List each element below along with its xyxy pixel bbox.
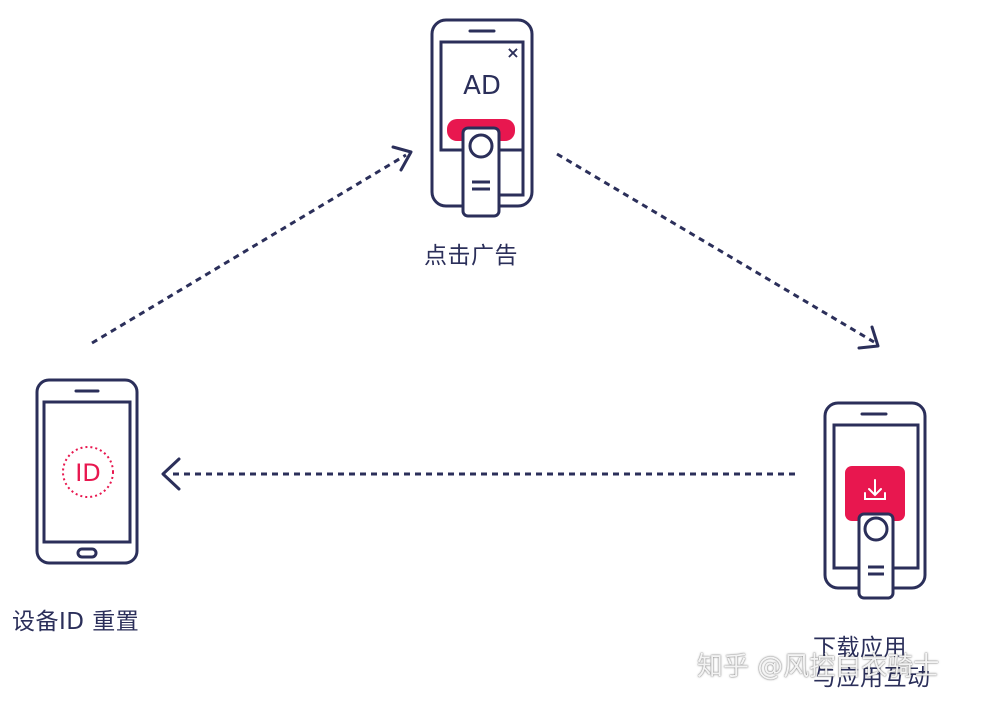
close-icon: ×	[506, 43, 519, 62]
arrow-reset-to-click	[91, 145, 413, 345]
arrow-click-to-download	[556, 152, 880, 350]
ad-label: AD	[463, 71, 501, 101]
finger-tap-icon	[461, 126, 501, 218]
caption-reset-id: 设备ID 重置	[12, 609, 140, 635]
caption-download-line2: 与应用互动	[813, 665, 931, 691]
arrow-download-to-reset	[161, 457, 795, 491]
finger-tap-icon	[857, 512, 895, 600]
caption-download-line1: 下载应用	[813, 635, 907, 661]
caption-click-ad: 点击广告	[424, 243, 518, 269]
device-id-icon: ID	[62, 446, 114, 498]
watermark: 知乎 @风控白衣骑士	[697, 652, 940, 682]
download-icon	[864, 479, 886, 500]
device-id-label: ID	[75, 459, 101, 487]
phone-reset-id	[35, 378, 139, 565]
